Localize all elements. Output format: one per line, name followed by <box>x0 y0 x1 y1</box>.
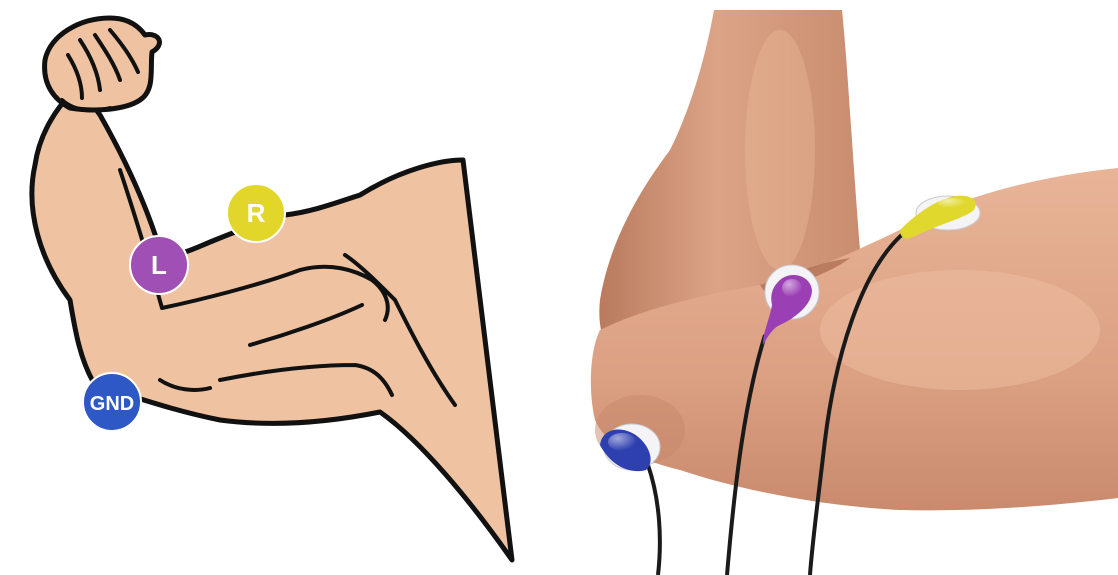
electrode-l-shine <box>782 279 802 297</box>
marker-R: R <box>227 184 285 242</box>
electrode-gnd-shine <box>608 433 636 451</box>
bicep-highlight <box>820 270 1100 390</box>
cable-gnd <box>648 465 660 575</box>
arm-illustration <box>32 18 512 560</box>
illustrated-arm <box>32 94 512 560</box>
marker-GND-label: GND <box>90 393 134 415</box>
forearm-highlight <box>745 30 815 270</box>
marker-L: L <box>130 236 188 294</box>
marker-L-label: L <box>151 250 167 280</box>
marker-R-label: R <box>247 198 266 228</box>
illustrated-fist <box>45 18 160 110</box>
electrode-r-shine <box>938 198 966 208</box>
marker-GND: GND <box>83 373 141 431</box>
arm-photo <box>591 10 1118 510</box>
